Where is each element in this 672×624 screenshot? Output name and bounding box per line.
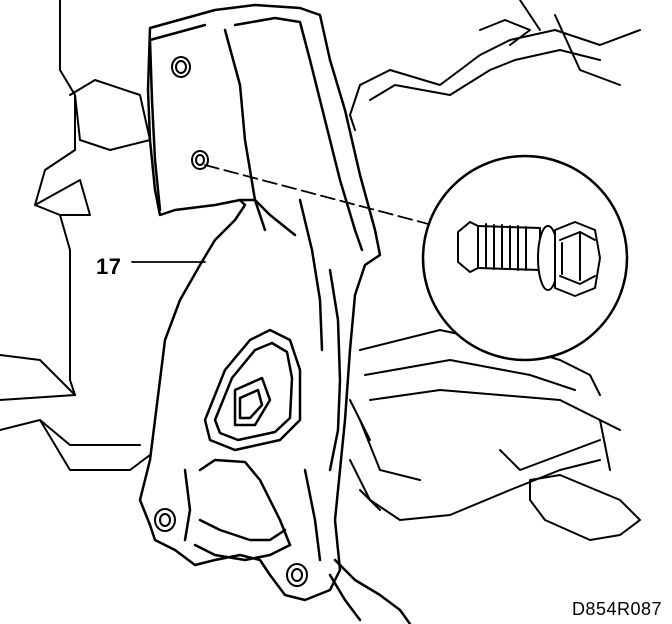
callout-number-label: 17 (96, 254, 122, 279)
bracket-part-17 (138, 3, 412, 624)
bolt-icon (457, 221, 601, 297)
bolt-leader-line (204, 164, 471, 236)
right-housing (349, 0, 641, 541)
bolt-detail-circle (421, 154, 629, 362)
left-housing (0, 0, 151, 471)
reference-code-label: D854R087 (571, 599, 662, 619)
bolt-holes (154, 56, 308, 587)
